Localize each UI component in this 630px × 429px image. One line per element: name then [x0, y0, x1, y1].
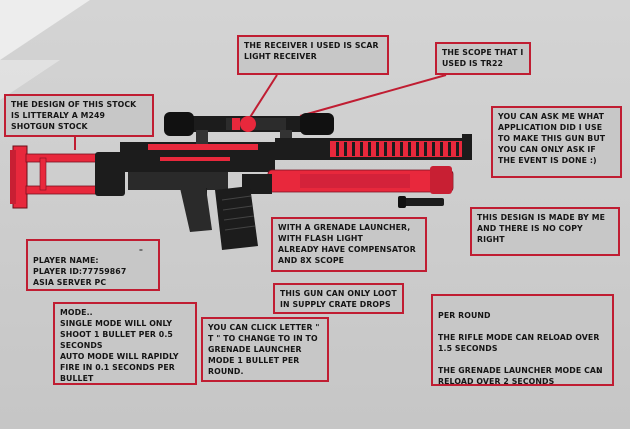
- note-reload: PER ROUND THE RIFLE MODE CAN RELOAD OVER…: [431, 294, 614, 386]
- note-mode: MODE.. SINGLE MODE WILL ONLY SHOOT 1 BUL…: [53, 302, 197, 385]
- note-application: YOU CAN ASK ME WHAT APPLICATION DID I US…: [491, 106, 622, 178]
- player-info: PLAYER NAME: PLAYER ID:77759867 ASIA SER…: [33, 256, 127, 287]
- background-stripe: [0, 0, 90, 60]
- receiver: [120, 142, 275, 198]
- scope: [164, 112, 334, 144]
- note-player: PLAYER NAME: PLAYER ID:77759867 ASIA SER…: [26, 239, 160, 291]
- note-features: WITH A GRENADE LAUNCHER, WITH FLASH LIGH…: [271, 217, 427, 272]
- note-receiver: THE RECEIVER I USED IS SCAR LIGHT RECEIV…: [237, 35, 389, 75]
- callout-line-receiver: [246, 74, 278, 123]
- callout-line-scope: [299, 74, 447, 117]
- grenade-launcher: [242, 166, 454, 194]
- handguard: [275, 134, 472, 160]
- background-stripe: [0, 60, 60, 100]
- flashlight: [398, 196, 444, 208]
- note-loot: THIS GUN CAN ONLY LOOT IN SUPPLY CRATE D…: [273, 283, 404, 314]
- reload-info: PER ROUND THE RIFLE MODE CAN RELOAD OVER…: [438, 311, 603, 386]
- pistol-grip: [180, 188, 212, 232]
- note-grenade-mode: YOU CAN CLICK LETTER " T " TO CHANGE TO …: [201, 317, 329, 382]
- magazine: [215, 186, 258, 250]
- note-scope: THE SCOPE THAT I USED IS TR22: [435, 42, 531, 75]
- note-design: THIS DESIGN IS MADE BY ME AND THERE IS N…: [470, 207, 620, 256]
- stock: [10, 145, 125, 209]
- reload-mark: .: [596, 366, 600, 375]
- note-stock: THE DESIGN OF THIS STOCK IS LITTERALY A …: [4, 94, 154, 137]
- player-name-mark: –: [139, 245, 143, 254]
